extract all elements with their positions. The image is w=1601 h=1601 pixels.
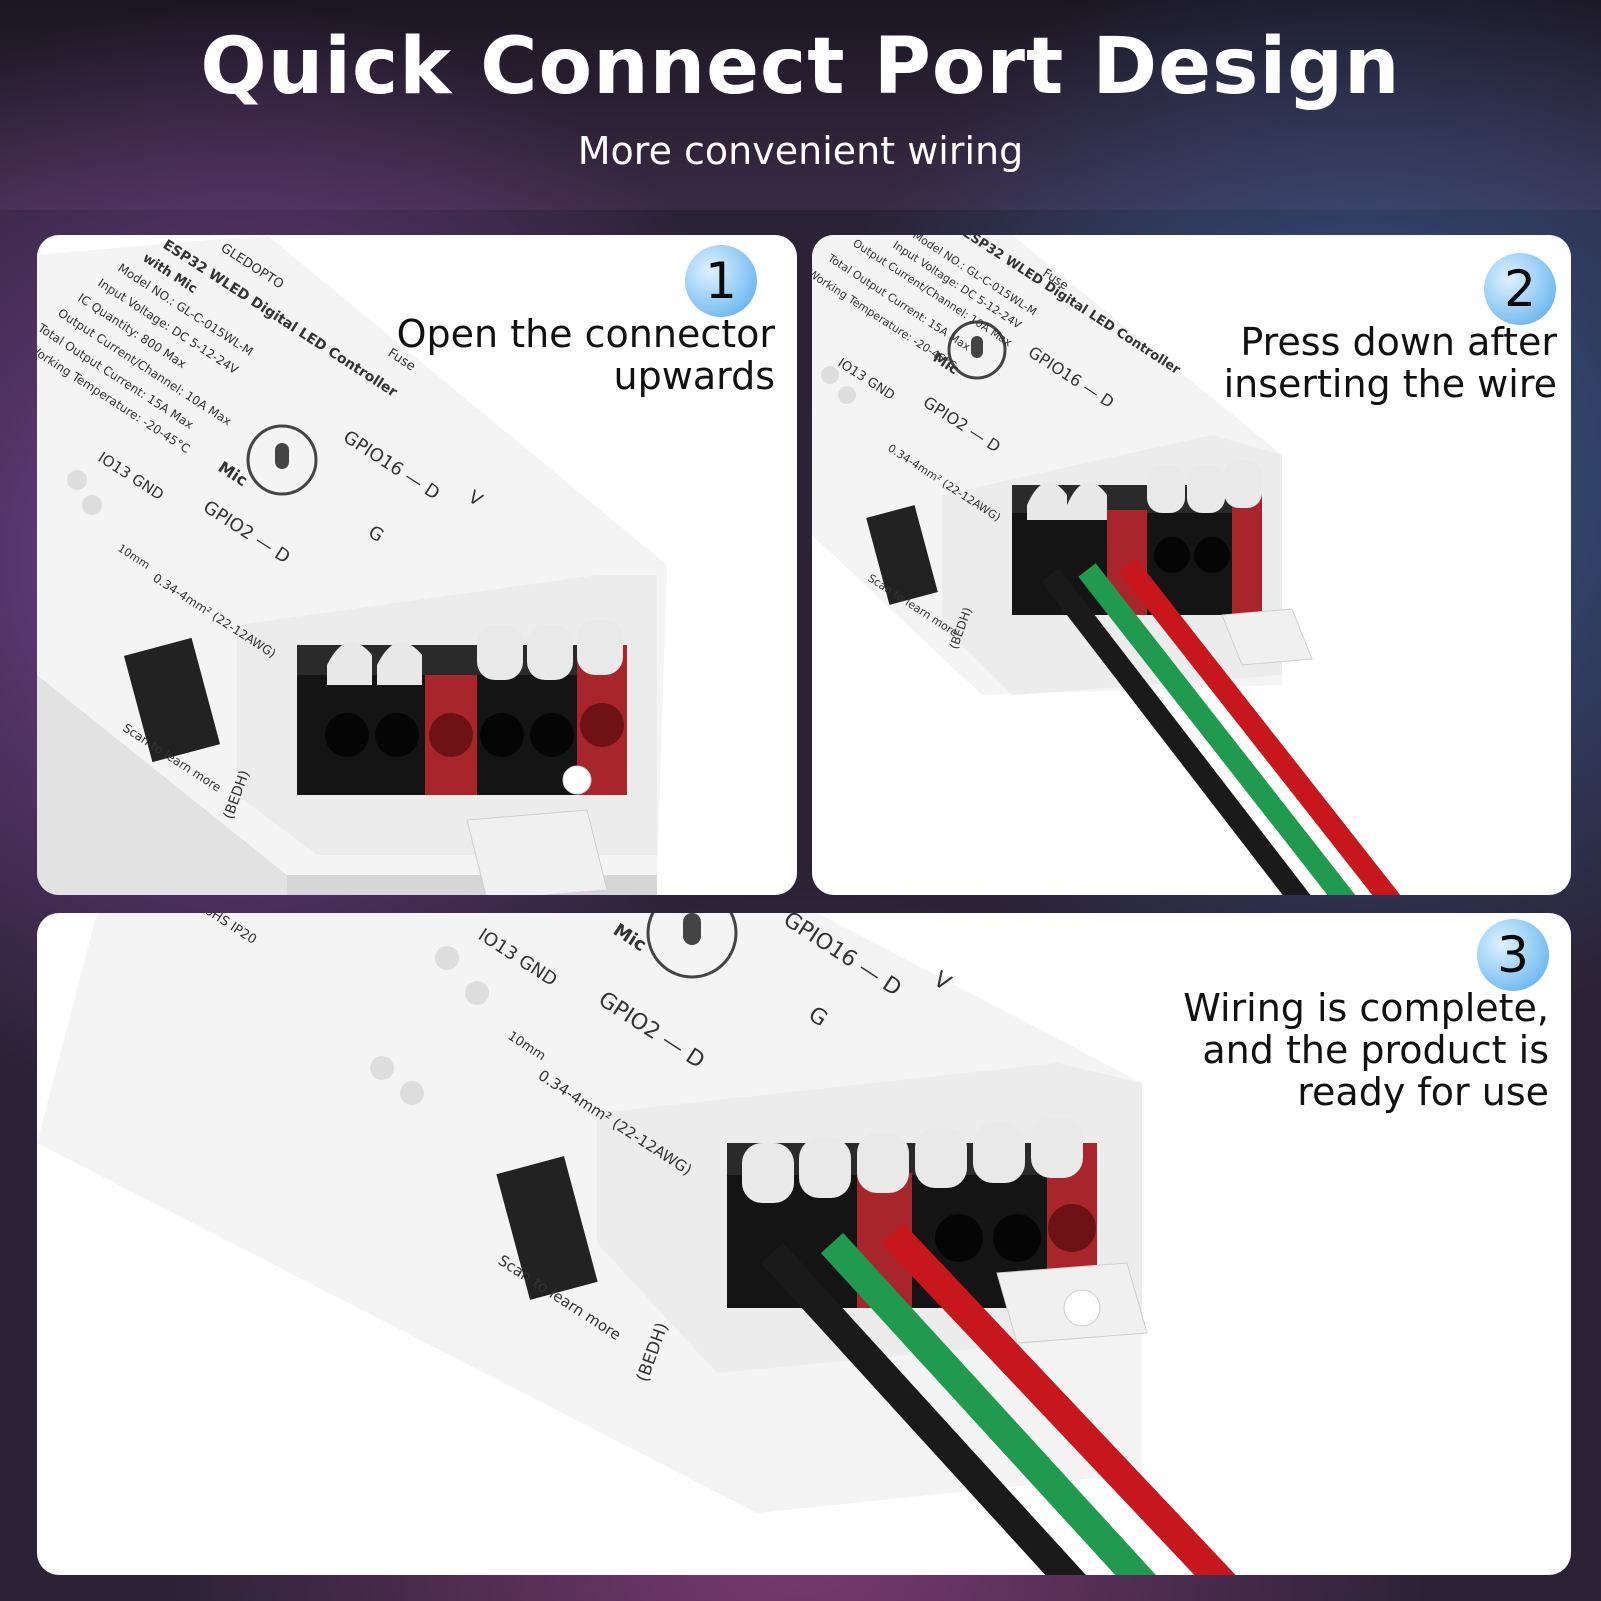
step-1-caption-line: upwards xyxy=(613,354,775,398)
page-subtitle: More convenient wiring xyxy=(577,129,1024,173)
step-1-caption: Open the connector upwards xyxy=(397,313,775,397)
step-3-badge: 3 xyxy=(1477,919,1549,991)
step-2-caption-line: inserting the wire xyxy=(1223,362,1557,406)
step-3-caption-line: Wiring is complete, xyxy=(1183,986,1549,1030)
step-2-caption-line: Press down after xyxy=(1240,320,1557,364)
step-3-caption-line: ready for use xyxy=(1297,1070,1549,1114)
step-1-panel: ESP32 WLED Digital LED Controller GLEDOP… xyxy=(37,235,797,895)
step-2-caption: Press down after inserting the wire xyxy=(1224,321,1557,405)
step-3-caption: Wiring is complete, and the product is r… xyxy=(1183,987,1549,1113)
step-2-badge: 2 xyxy=(1484,253,1556,325)
controller-wired-illustration: RoHS IP20 Mic GPIO16 — D GPIO2 — D IO13 … xyxy=(37,913,1236,1575)
step-3-caption-line: and the product is xyxy=(1202,1028,1549,1072)
step-1-caption-line: Open the connector xyxy=(396,312,775,356)
controller-inserting-illustration: ESP32 WLED Digital LED Controller Model … xyxy=(812,235,1401,895)
controller-open-illustration: ESP32 WLED Digital LED Controller GLEDOP… xyxy=(37,235,667,895)
step-3-panel: RoHS IP20 Mic GPIO16 — D GPIO2 — D IO13 … xyxy=(37,913,1571,1575)
step-1-badge: 1 xyxy=(685,245,757,317)
step-2-panel: ESP32 WLED Digital LED Controller Model … xyxy=(812,235,1571,895)
page-title: Quick Connect Port Design xyxy=(200,22,1401,112)
